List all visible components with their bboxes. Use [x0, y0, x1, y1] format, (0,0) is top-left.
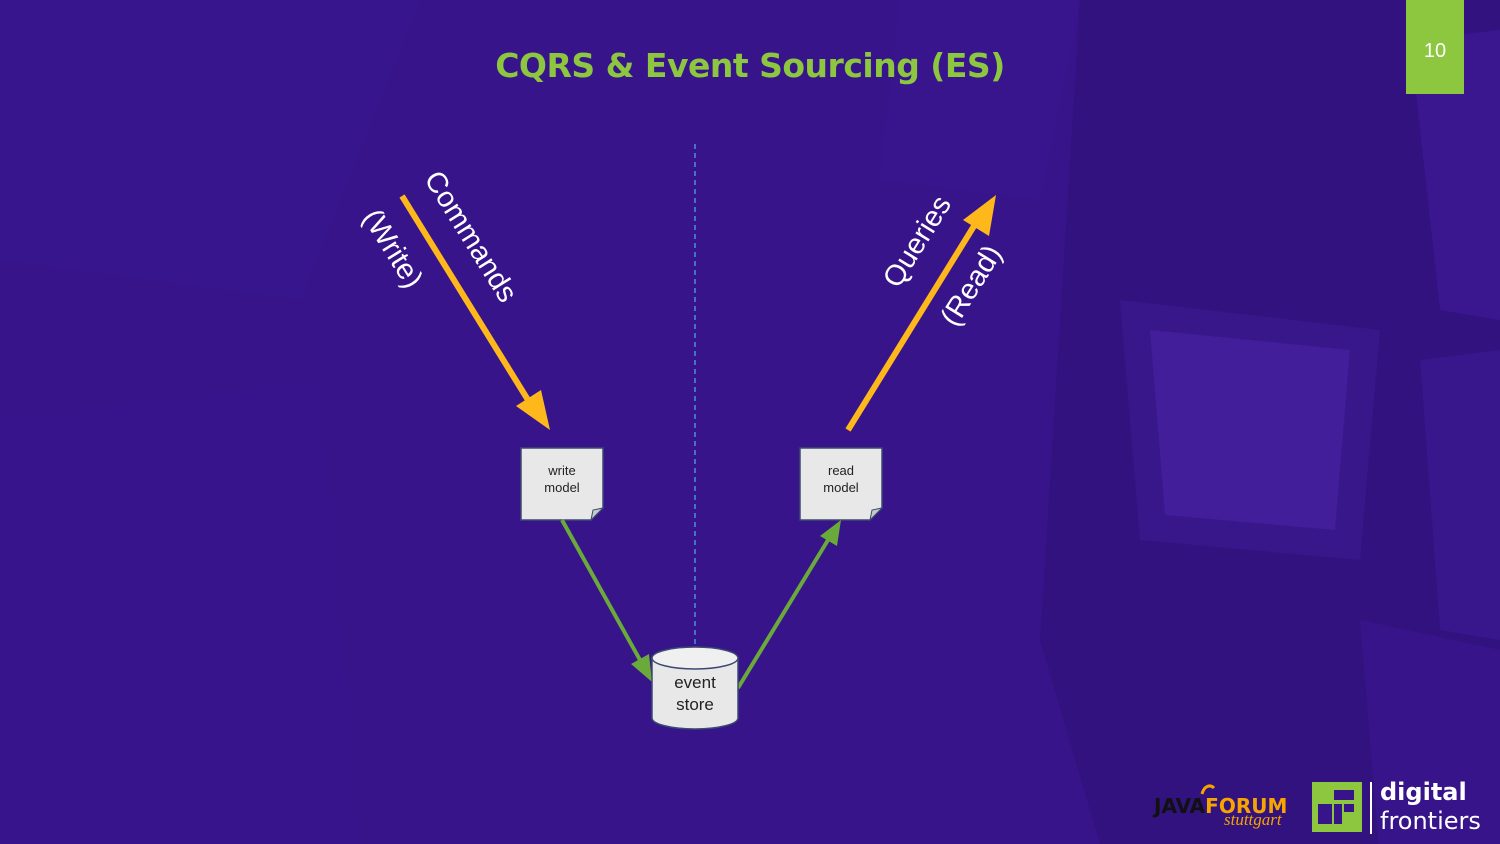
digital-frontiers-line2: frontiers [1380, 807, 1481, 835]
digital-frontiers-line1: digital [1380, 778, 1467, 806]
event-store-line1: event [674, 673, 716, 692]
slide-title: CQRS & Event Sourcing (ES) [495, 46, 1005, 85]
read-model-line1: read [827, 463, 855, 478]
javaforum-city: stuttgart [1224, 810, 1282, 829]
event-store-line2: store [676, 695, 714, 714]
digital-frontiers-mark-icon [1312, 782, 1362, 832]
store-to-read-arrow [736, 520, 841, 690]
read-model-box [799, 447, 884, 522]
javaforum-stuttgart-logo: JAVAFORUM stuttgart [1154, 784, 1294, 834]
digital-frontiers-wordmark: digital frontiers [1380, 778, 1481, 836]
javaforum-swoosh-icon [1200, 784, 1216, 795]
write-model-label: write model [522, 462, 602, 496]
write-model-box [520, 447, 605, 522]
digital-frontiers-logo: digital frontiers [1312, 778, 1492, 835]
javaforum-forum: FORUM [1205, 794, 1288, 818]
digital-frontiers-divider [1370, 782, 1372, 834]
javaforum-java: JAVA [1154, 794, 1206, 818]
javaforum-wordmark: JAVAFORUM [1154, 794, 1287, 818]
queries-arrow [845, 195, 996, 432]
write-to-store-arrow [560, 519, 652, 682]
read-model-label: read model [801, 462, 881, 496]
write-model-line2: model [544, 480, 580, 495]
event-store-cylinder [651, 646, 739, 730]
event-store-label: event store [652, 672, 738, 716]
commands-arrow [399, 194, 550, 430]
page-number-badge: 10 [1406, 0, 1464, 94]
page-number: 10 [1423, 40, 1447, 62]
read-model-line2: model [823, 480, 859, 495]
write-model-line1: write [548, 463, 576, 478]
